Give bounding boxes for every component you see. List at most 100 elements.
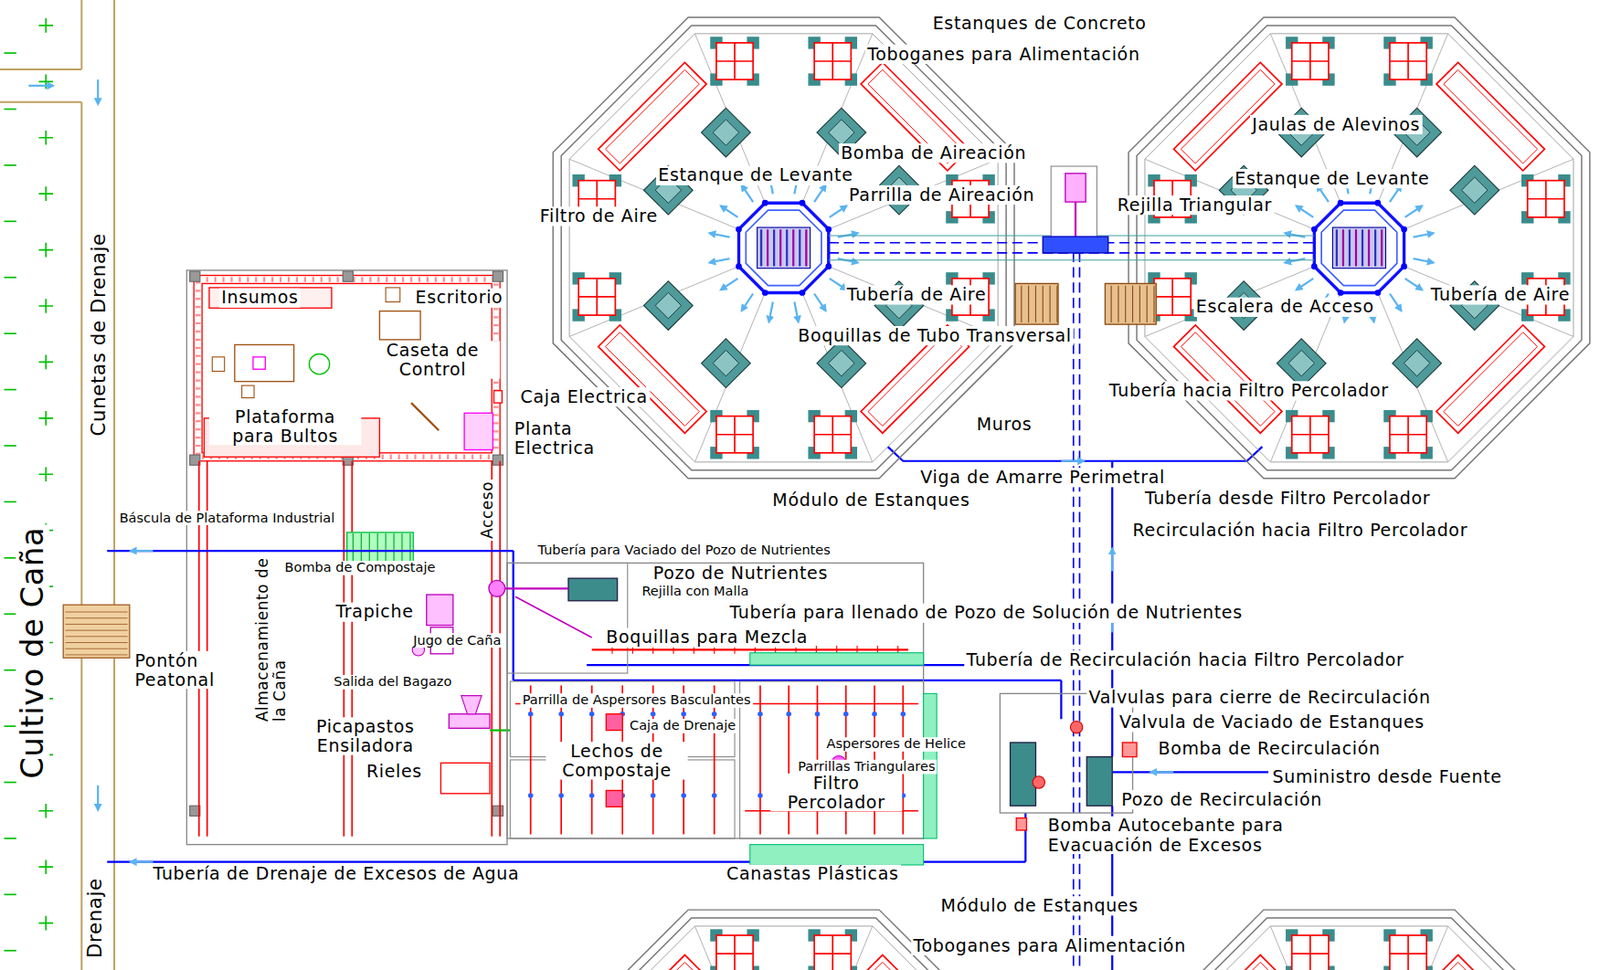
sprinkler — [589, 711, 595, 718]
part-label: Rieles — [364, 762, 424, 782]
fish-cage — [709, 36, 760, 86]
fish-cage — [1285, 36, 1336, 86]
feeding-slide — [1174, 955, 1283, 970]
aeration-bar — [792, 229, 795, 266]
part-label: Escalera de Acceso — [1194, 297, 1377, 318]
water-jet — [1405, 205, 1423, 217]
cage-net — [1389, 42, 1427, 80]
part-label: Cultivo de Caña — [15, 525, 50, 782]
pond-divider — [1358, 926, 1448, 970]
stair-step — [1111, 286, 1113, 323]
part-label: Aspersores de Helice — [824, 737, 968, 753]
pipe — [106, 550, 513, 552]
fish-cage — [709, 929, 760, 970]
water-jet — [709, 233, 731, 237]
fish-cage — [807, 929, 858, 970]
slide-frame — [598, 955, 707, 970]
crop-mark — [38, 298, 53, 314]
nutrient-area — [507, 562, 628, 674]
part-label: Bomba de Compostaje — [282, 561, 437, 576]
pump-house — [999, 693, 1133, 814]
part-label: Suministro desde Fuente — [1270, 767, 1505, 787]
crop-mark — [3, 782, 16, 785]
air-nozzle — [1374, 289, 1381, 297]
aeration-bar — [1355, 229, 1357, 266]
air-nozzle — [1400, 263, 1408, 270]
cage-frame — [716, 935, 753, 970]
water-jet — [720, 205, 739, 217]
fish-cage — [1450, 165, 1500, 215]
part-label: Filtro de Aire — [538, 206, 661, 226]
slide-frame — [598, 325, 707, 434]
crop-mark — [3, 669, 16, 672]
crop-mark — [38, 186, 53, 202]
part-label: Báscula de Plataforma Industrial — [116, 510, 337, 526]
part-label: Estanque de Levante — [1232, 169, 1432, 189]
valve — [1070, 721, 1082, 734]
crop-mark — [3, 613, 16, 615]
air-nozzle — [1311, 263, 1318, 270]
desk — [385, 287, 401, 303]
feeding-slide — [860, 955, 969, 970]
cage-net — [828, 119, 855, 146]
chopper — [448, 714, 490, 730]
stair-step — [1153, 286, 1155, 323]
fish-cage — [1392, 339, 1442, 389]
sprinkler — [528, 711, 534, 718]
electric-box — [493, 391, 502, 403]
part-label: Tubería hacia Filtro Percolador — [1107, 381, 1391, 401]
part-label: Jugo de Caña — [411, 633, 504, 648]
slide-frame — [605, 69, 700, 164]
feeding-slide — [1174, 325, 1283, 434]
chopper-hopper — [461, 696, 482, 715]
stair — [1015, 283, 1059, 325]
flow-arrow — [1060, 460, 1084, 463]
flow-arrow — [130, 861, 154, 864]
water-jet — [741, 293, 753, 311]
sprinkler — [650, 793, 657, 799]
part-label: Bomba de Recirculación — [1155, 739, 1383, 759]
feeding-slide — [598, 325, 707, 434]
crop-mark — [38, 411, 53, 426]
feeding-slide — [598, 62, 707, 170]
slide-frame — [1180, 332, 1275, 427]
footbridge-plank — [64, 648, 128, 650]
aeration-bar — [1374, 229, 1377, 266]
part-label: Caja de Drenaje — [627, 719, 739, 734]
rail — [498, 461, 501, 838]
pond-divider — [784, 926, 873, 970]
raising-tank — [1321, 210, 1398, 287]
cage-frame — [814, 42, 851, 80]
part-label: Plataforma para Bultos — [209, 407, 361, 446]
pipe — [1074, 201, 1077, 237]
pond-wall — [1128, 17, 1590, 479]
air-nozzle — [825, 226, 832, 234]
footbridge-plank — [64, 624, 128, 626]
part-label: Tubería para llenado de Pozo de Solución… — [727, 603, 1245, 624]
drain-box — [605, 790, 623, 807]
pipe — [512, 550, 515, 681]
pipe — [1112, 771, 1269, 774]
column — [492, 805, 503, 816]
air-nozzle — [1400, 226, 1408, 234]
cage-net — [1292, 935, 1329, 970]
part-label: Tubería para Vaciado del Pozo de Nutrien… — [535, 543, 833, 559]
part-label: Escritorio — [413, 288, 505, 308]
nutrient-pit — [568, 578, 618, 602]
water-jet — [1413, 258, 1434, 263]
cage-frame — [1389, 416, 1427, 454]
slide-frame — [1443, 69, 1538, 164]
aeration-bar — [1342, 229, 1345, 266]
cage-frame — [814, 416, 851, 454]
water-jet — [829, 278, 848, 290]
chair — [242, 385, 255, 398]
part-label: Picapastos Ensiladora — [303, 717, 428, 756]
generator — [464, 413, 493, 450]
crop-mark — [38, 130, 53, 146]
slide-frame — [1174, 325, 1283, 434]
air-nozzle — [825, 263, 832, 270]
stair-step — [1117, 286, 1119, 323]
fish-cage — [701, 339, 752, 389]
air-nozzle — [1374, 200, 1381, 207]
